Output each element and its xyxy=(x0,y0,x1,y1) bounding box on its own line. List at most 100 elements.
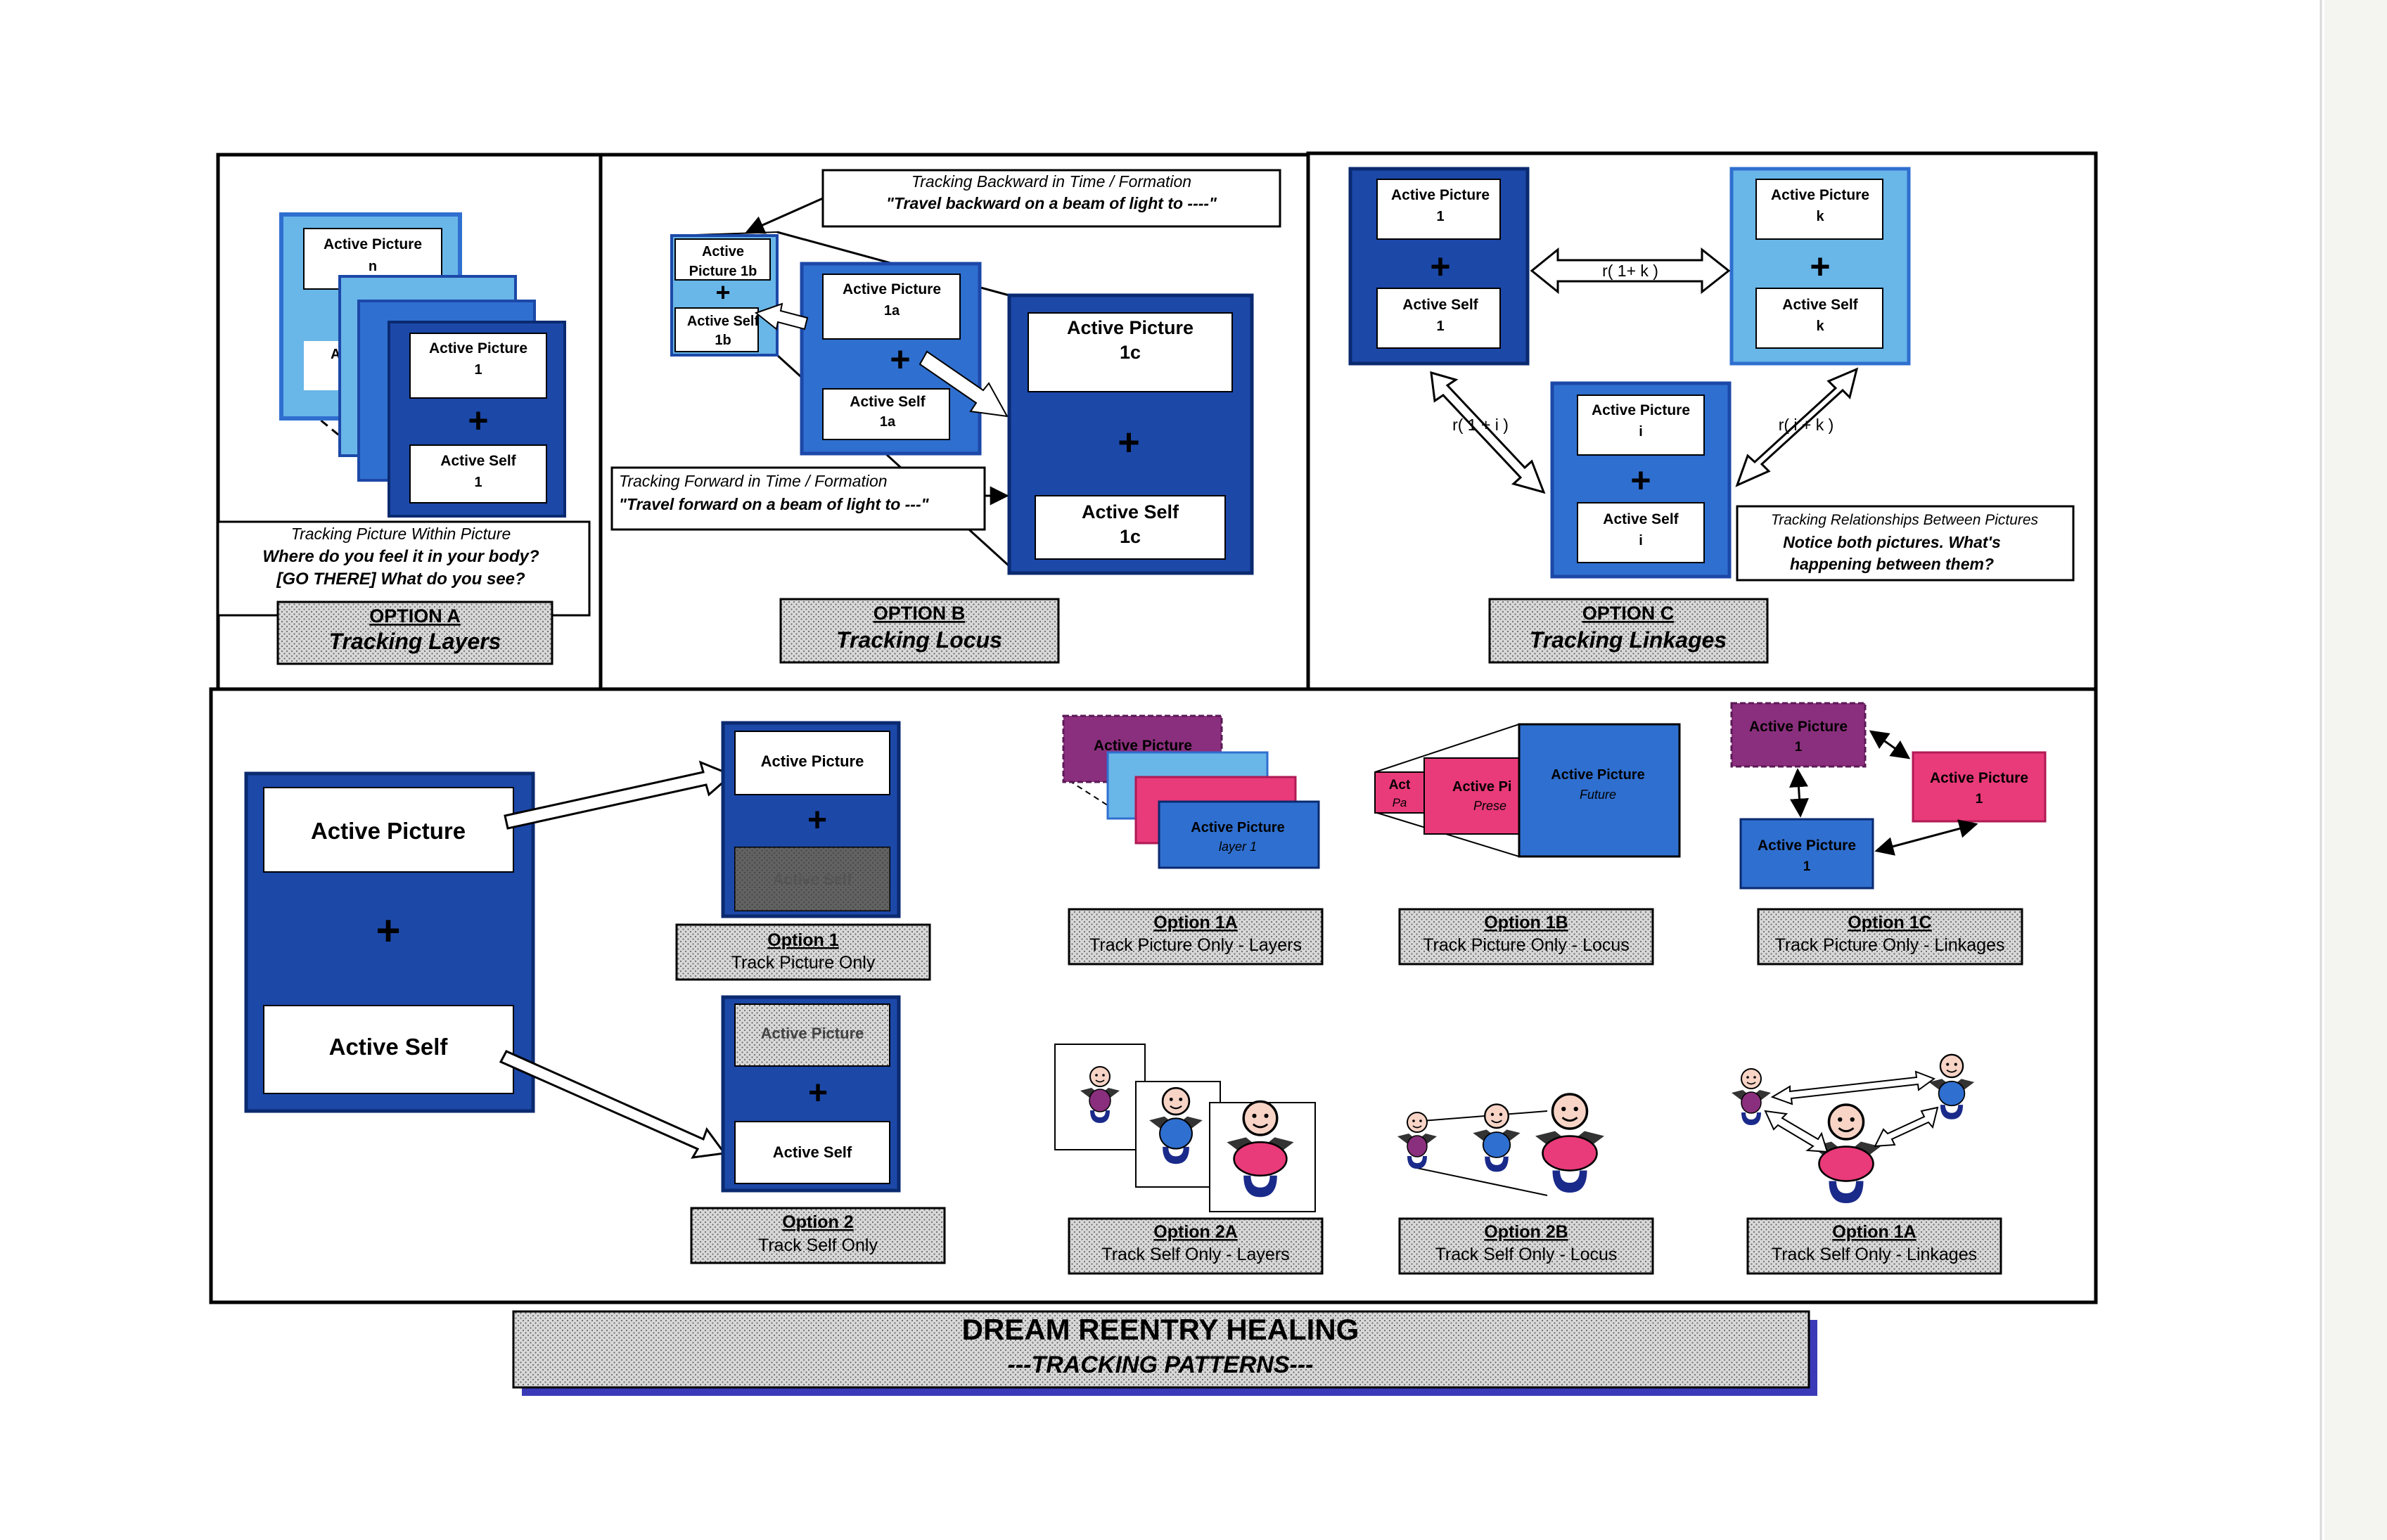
option-1a-label: Option 1A Track Picture Only - Layers xyxy=(1068,908,1324,965)
figure-icon-right xyxy=(1928,1053,1976,1120)
option-a-note-line2: [GO THERE] What do you see? xyxy=(276,570,525,589)
option-c-card-k: Active Picture k + Active Self k xyxy=(1729,167,1911,366)
footer-title: DREAM REENTRY HEALING xyxy=(962,1313,1359,1346)
plus-icon: + xyxy=(1810,247,1830,286)
option-c-card-k-num: k xyxy=(1816,209,1824,224)
option-b-back-arrow xyxy=(745,197,824,234)
option-b-card-1a-self: Active Self xyxy=(850,394,926,410)
option-c-card-1-num: 1 xyxy=(1436,209,1444,224)
option-c-card-i: Active Picture i + Active Self i xyxy=(1550,381,1732,579)
main-card: Active Picture + Active Self xyxy=(244,771,535,1113)
option-1c-label-bottom: Track Picture Only - Linkages xyxy=(1775,935,2005,955)
option-b-card-1a-num: 1a xyxy=(884,303,900,319)
option-c-double-arrow-ik xyxy=(1735,367,1859,487)
option-c-card-i-num: i xyxy=(1639,424,1643,439)
option-2-card: Active Picture + Active Self xyxy=(721,995,901,1193)
option-2a-graphic xyxy=(1054,1044,1316,1212)
plus-icon: + xyxy=(890,340,910,379)
option-1a-card-text: Active Picture xyxy=(1094,738,1192,754)
option-a-card-1-self: Active Self xyxy=(440,453,516,469)
option-b-label-top: OPTION B xyxy=(873,603,966,624)
option-b-back-note: Tracking Backward in Time / Formation "T… xyxy=(821,169,1281,228)
option-a-card-n-num: n xyxy=(369,259,377,274)
option-a-card-n-title: Active Picture xyxy=(324,236,422,252)
main-card-self: Active Self xyxy=(329,1034,449,1060)
option-2-label: Option 2 Track Self Only xyxy=(690,1207,946,1264)
option-1c-a-num: 1 xyxy=(1795,740,1803,755)
option-1b-past-line2: Pa xyxy=(1393,796,1407,809)
option-b-hollow-arrow-back xyxy=(754,302,809,331)
option-a-card-1-title: Active Picture xyxy=(429,340,527,357)
option-1b-past-line1: Act xyxy=(1389,778,1411,793)
option-a-note: Tracking Picture Within Picture Where do… xyxy=(217,520,591,617)
option-c-rel-ik: r( i + k ) xyxy=(1779,416,1834,434)
option-c-label-bottom: Tracking Linkages xyxy=(1530,627,1727,653)
option-2c-label-bottom: Track Self Only - Linkages xyxy=(1772,1245,1977,1264)
option-1c-c-title: Active Picture xyxy=(1758,838,1856,854)
option-b-card-1a: Active Picture 1a + Active Self 1a xyxy=(800,262,982,456)
option-1-picture: Active Picture xyxy=(761,752,864,770)
option-b-label-bottom: Tracking Locus xyxy=(836,627,1002,653)
option-2-picture: Active Picture xyxy=(761,1025,864,1042)
option-1-label-top: Option 1 xyxy=(767,930,838,950)
option-b-back-quote: "Travel backward on a beam of light to -… xyxy=(886,194,1217,212)
option-b-card-1a-title: Active Picture xyxy=(843,281,941,297)
option-b-card-1c-self: Active Self xyxy=(1082,501,1179,522)
option-1c-a-title: Active Picture xyxy=(1749,719,1848,735)
option-2b-label: Option 2B Track Self Only - Locus xyxy=(1398,1217,1654,1275)
main-card-picture: Active Picture xyxy=(311,818,466,844)
option-1c-b-title: Active Picture xyxy=(1930,770,2028,786)
plus-icon: + xyxy=(807,802,827,839)
option-c-label-top: OPTION C xyxy=(1582,603,1675,624)
option-2a-label: Option 2A Track Self Only - Layers xyxy=(1068,1217,1324,1275)
bottom-frame xyxy=(209,687,2098,1304)
main-hollow-arrow-top xyxy=(504,760,734,830)
option-1b-future-line2: Future xyxy=(1580,788,1616,802)
option-1a-graphic: Active Picture Active Picture layer 1 xyxy=(1062,714,1320,869)
option-1c-b-num: 1 xyxy=(1976,792,1983,807)
option-a-label-top: OPTION A xyxy=(369,605,461,627)
option-1-card: Active Picture + Active Self xyxy=(721,721,901,918)
option-2c-label-top: Option 1A xyxy=(1832,1222,1916,1242)
option-2c-graphic xyxy=(1731,1053,1976,1205)
option-2b-label-top: Option 2B xyxy=(1484,1222,1568,1242)
plus-icon: + xyxy=(715,278,730,307)
figure-icon-small xyxy=(1080,1066,1120,1124)
option-c-card-i-title: Active Picture xyxy=(1592,402,1690,418)
option-a-label-bottom: Tracking Layers xyxy=(329,629,501,654)
option-a-card-1: Active Picture 1 + Active Self 1 xyxy=(388,321,566,518)
option-1-label-bottom: Track Picture Only xyxy=(731,953,876,973)
option-c-double-arrow-1k xyxy=(1530,247,1731,295)
option-a-label: OPTION A Tracking Layers xyxy=(276,601,553,665)
option-c-card-k-self: Active Self xyxy=(1782,297,1858,313)
option-b-forward-note: Tracking Forward in Time / Formation "Tr… xyxy=(610,466,986,531)
option-2c-arrow-right xyxy=(1874,1106,1939,1148)
option-c-card-1-title: Active Picture xyxy=(1391,187,1490,203)
option-b-label: OPTION B Tracking Locus xyxy=(779,598,1060,664)
option-b-fwd-title: Tracking Forward in Time / Formation xyxy=(619,472,888,490)
plus-icon: + xyxy=(1118,421,1140,463)
option-2-self: Active Self xyxy=(773,1143,852,1161)
option-1b-graphic: Act Pa Active Pi Prese Active Picture Fu… xyxy=(1374,723,1681,858)
option-2b-label-bottom: Track Self Only - Locus xyxy=(1435,1245,1618,1264)
option-1b-present-line2: Prese xyxy=(1473,799,1506,813)
option-a-card-1-self-num: 1 xyxy=(474,475,482,490)
footer-banner: DREAM REENTRY HEALING ---TRACKING PATTER… xyxy=(512,1310,1817,1396)
option-b-card-1b: Active Picture 1b + Active Self 1b xyxy=(670,234,779,357)
figure-icon-past xyxy=(1397,1112,1438,1169)
option-2c-arrow-top xyxy=(1770,1070,1936,1105)
option-a-note-title: Tracking Picture Within Picture xyxy=(291,525,511,543)
option-a-card-n-partial: A xyxy=(331,347,340,362)
figure-icon-large xyxy=(1225,1100,1295,1199)
option-b-card-1a-self-num: 1a xyxy=(880,414,896,430)
option-2b-graphic xyxy=(1397,1093,1606,1196)
option-c-note-line1: Notice both pictures. What's xyxy=(1783,533,2001,551)
option-b-fwd-quote: "Travel forward on a beam of light to --… xyxy=(619,495,930,513)
option-1-self: Active Self xyxy=(773,871,852,888)
option-c-card-i-self-num: i xyxy=(1639,533,1643,548)
option-c-card-i-self: Active Self xyxy=(1603,511,1679,527)
option-c-label: OPTION C Tracking Linkages xyxy=(1488,598,1769,664)
option-c-note: Tracking Relationships Between Pictures … xyxy=(1736,505,2075,582)
option-1c-label-top: Option 1C xyxy=(1848,913,1931,932)
